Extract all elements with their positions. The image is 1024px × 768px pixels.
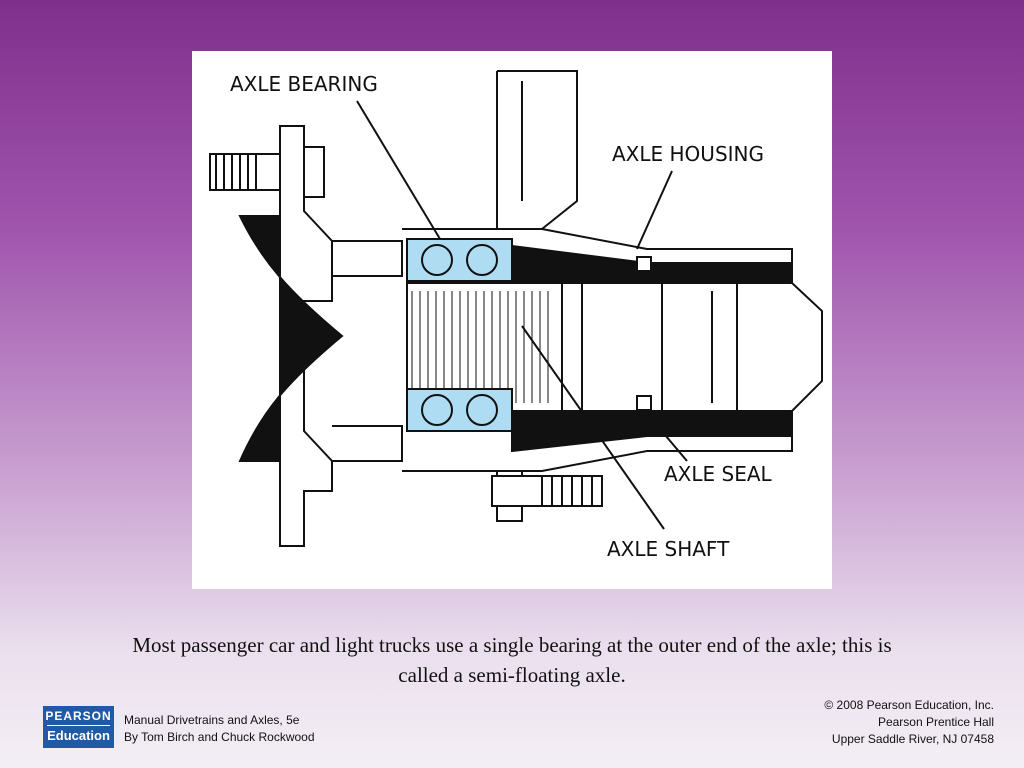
shaft-ribs: [411, 291, 549, 403]
shaft-steps: [561, 283, 738, 411]
bearing-ball: [421, 244, 453, 276]
bearing-ball: [466, 244, 498, 276]
label-axle-housing: AXLE HOUSING: [612, 142, 764, 166]
book-title: Manual Drivetrains and Axles, 5e: [124, 713, 300, 727]
leader-axle-housing: [636, 170, 673, 250]
caption-line-2: called a semi-floating axle.: [398, 663, 626, 687]
publisher-location: Upper Saddle River, NJ 07458: [831, 732, 994, 746]
lower-bolt-threads: [541, 476, 593, 506]
stud-head: [303, 146, 325, 198]
leader-axle-bearing: [356, 100, 441, 240]
housing-inner-lower: [511, 410, 793, 453]
book-info: Manual Drivetrains and Axles, 5e By Tom …: [124, 712, 315, 746]
pearson-logo: PEARSON Education: [43, 706, 114, 748]
caption-line-1: Most passenger car and light trucks use …: [132, 633, 892, 657]
label-axle-bearing: AXLE BEARING: [230, 72, 378, 96]
bearing-ball: [466, 394, 498, 426]
logo-text-top: PEARSON: [45, 709, 112, 723]
label-axle-shaft: AXLE SHAFT: [607, 537, 730, 561]
publisher-info: © 2008 Pearson Education, Inc. Pearson P…: [824, 697, 994, 748]
wheel-stud: [209, 153, 281, 191]
bearing-ball: [421, 394, 453, 426]
lower-bolt: [491, 475, 603, 507]
book-authors: By Tom Birch and Chuck Rockwood: [124, 730, 315, 744]
axle-seal-upper: [636, 256, 652, 272]
logo-text-bottom: Education: [47, 728, 110, 743]
leader-axle-seal: [643, 409, 688, 462]
logo-divider: [47, 725, 110, 726]
imprint: Pearson Prentice Hall: [877, 715, 994, 729]
axle-seal-lower: [636, 395, 652, 411]
slide-caption: Most passenger car and light trucks use …: [30, 630, 994, 690]
backing-plate: [496, 70, 578, 230]
axle-diagram: AXLE BEARING AXLE HOUSING AXLE SEAL AXLE…: [192, 51, 832, 589]
hub-flange: [279, 125, 333, 547]
copyright: © 2008 Pearson Education, Inc.: [824, 698, 994, 712]
hub-dish: [238, 215, 344, 462]
axle-cross-section: AXLE BEARING AXLE HOUSING AXLE SEAL AXLE…: [209, 70, 823, 561]
stud-threads: [215, 154, 257, 190]
leader-axle-shaft: [521, 325, 665, 530]
hub-body-lower: [332, 425, 403, 462]
label-axle-seal: AXLE SEAL: [664, 462, 773, 486]
hub-body: [332, 240, 403, 277]
